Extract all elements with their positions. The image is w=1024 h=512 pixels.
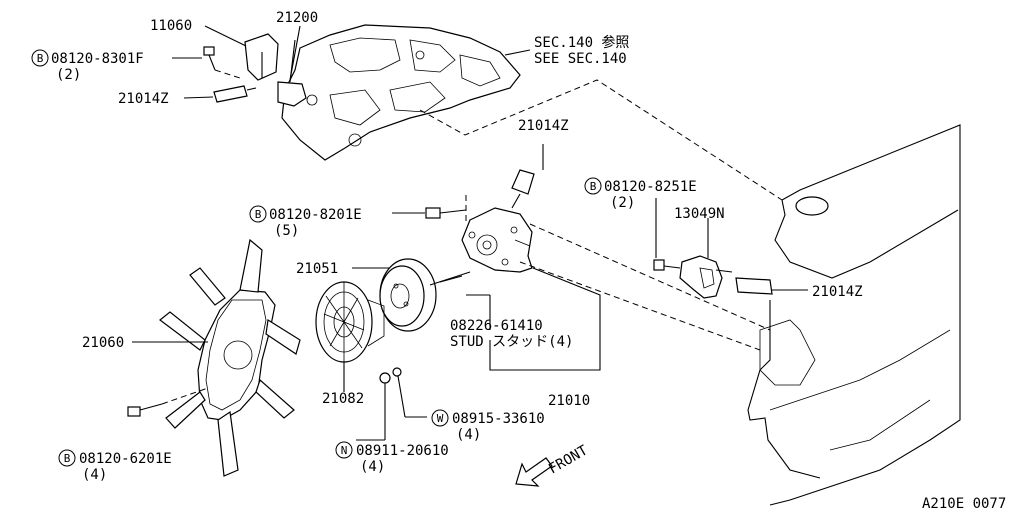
label-21014Z-a: 21014Z bbox=[118, 91, 169, 107]
label-21010: 21010 bbox=[548, 393, 590, 409]
label-21082: 21082 bbox=[322, 391, 364, 407]
diagram-code: A210E 0077 bbox=[922, 496, 1006, 512]
label-08120-8251E-qty: (2) bbox=[610, 195, 635, 211]
badge-letter: B bbox=[64, 452, 71, 465]
label-21060: 21060 bbox=[82, 335, 124, 351]
bolt-08120-8251E bbox=[653, 198, 681, 271]
front-arrow bbox=[515, 457, 553, 487]
label-08915-33610: 08915-33610 bbox=[452, 411, 545, 427]
bolt-08120-8201E bbox=[425, 195, 467, 224]
label-08120-8251E: 08120-8251E bbox=[604, 179, 697, 195]
badge-letter: B bbox=[37, 52, 44, 65]
badge-nut-08911-20610: N bbox=[335, 441, 353, 459]
oil-filler-cap bbox=[795, 196, 829, 216]
pulley-21051 bbox=[379, 258, 471, 332]
label-stud: STUD スタッド(4) bbox=[450, 334, 573, 350]
sensor-21014Z-c bbox=[511, 144, 544, 209]
bolts-08120-8301F bbox=[203, 46, 241, 79]
dashed-guides bbox=[419, 79, 783, 351]
fan-clutch-21082 bbox=[315, 281, 385, 363]
badge-letter: N bbox=[341, 444, 348, 457]
thermostat-housing-13049N bbox=[679, 218, 733, 299]
label-21014Z-b: 21014Z bbox=[812, 284, 863, 300]
label-08915-33610-qty: (4) bbox=[456, 427, 481, 443]
label-21051: 21051 bbox=[296, 261, 338, 277]
label-08120-8301F: 08120-8301F bbox=[51, 51, 144, 67]
label-13049N: 13049N bbox=[674, 206, 725, 222]
label-11060: 11060 bbox=[150, 18, 192, 34]
label-08120-8201E-qty: (5) bbox=[274, 223, 299, 239]
label-08911-20610-qty: (4) bbox=[360, 459, 385, 475]
leader-lines bbox=[132, 25, 601, 441]
label-08120-6201E: 08120-6201E bbox=[79, 451, 172, 467]
badge-letter: B bbox=[255, 208, 262, 221]
engine-block bbox=[747, 124, 961, 506]
sensor-21014Z-a bbox=[213, 85, 257, 103]
label-sec140: SEC.140 参照 bbox=[534, 34, 629, 51]
badge-letter: B bbox=[590, 180, 597, 193]
sensor-21014Z-b bbox=[735, 277, 808, 295]
label-08120-8301F-qty: (2) bbox=[56, 67, 81, 83]
label-front: FRONT bbox=[546, 442, 591, 477]
fan-21060 bbox=[159, 238, 301, 477]
label-08120-6201E-qty: (4) bbox=[82, 467, 107, 483]
label-08120-8201E: 08120-8201E bbox=[269, 207, 362, 223]
badge-bolt-08120-8201E: B bbox=[249, 205, 267, 223]
badge-bolt-08120-8301F: B bbox=[31, 49, 49, 67]
label-21014Z-c: 21014Z bbox=[518, 118, 569, 134]
label-see-sec140: SEE SEC.140 bbox=[534, 51, 627, 67]
badge-letter: W bbox=[437, 412, 444, 425]
badge-bolt-08120-6201E: B bbox=[58, 449, 76, 467]
label-08911-20610: 08911-20610 bbox=[356, 443, 449, 459]
badge-washer-08915-33610: W bbox=[431, 409, 449, 427]
water-pump bbox=[461, 207, 533, 273]
intake-manifold bbox=[281, 24, 521, 161]
callout-labels: 11060 21200 08120-8301F (2) 21014Z SEC.1… bbox=[51, 10, 1006, 512]
water-outlet bbox=[244, 33, 307, 107]
label-21200: 21200 bbox=[276, 10, 318, 26]
label-08226-61410: 08226-61410 bbox=[450, 318, 543, 334]
badge-bolt-08120-8251E: B bbox=[584, 177, 602, 195]
bolt-08120-6201E bbox=[127, 387, 209, 417]
nut-washer bbox=[379, 367, 402, 384]
